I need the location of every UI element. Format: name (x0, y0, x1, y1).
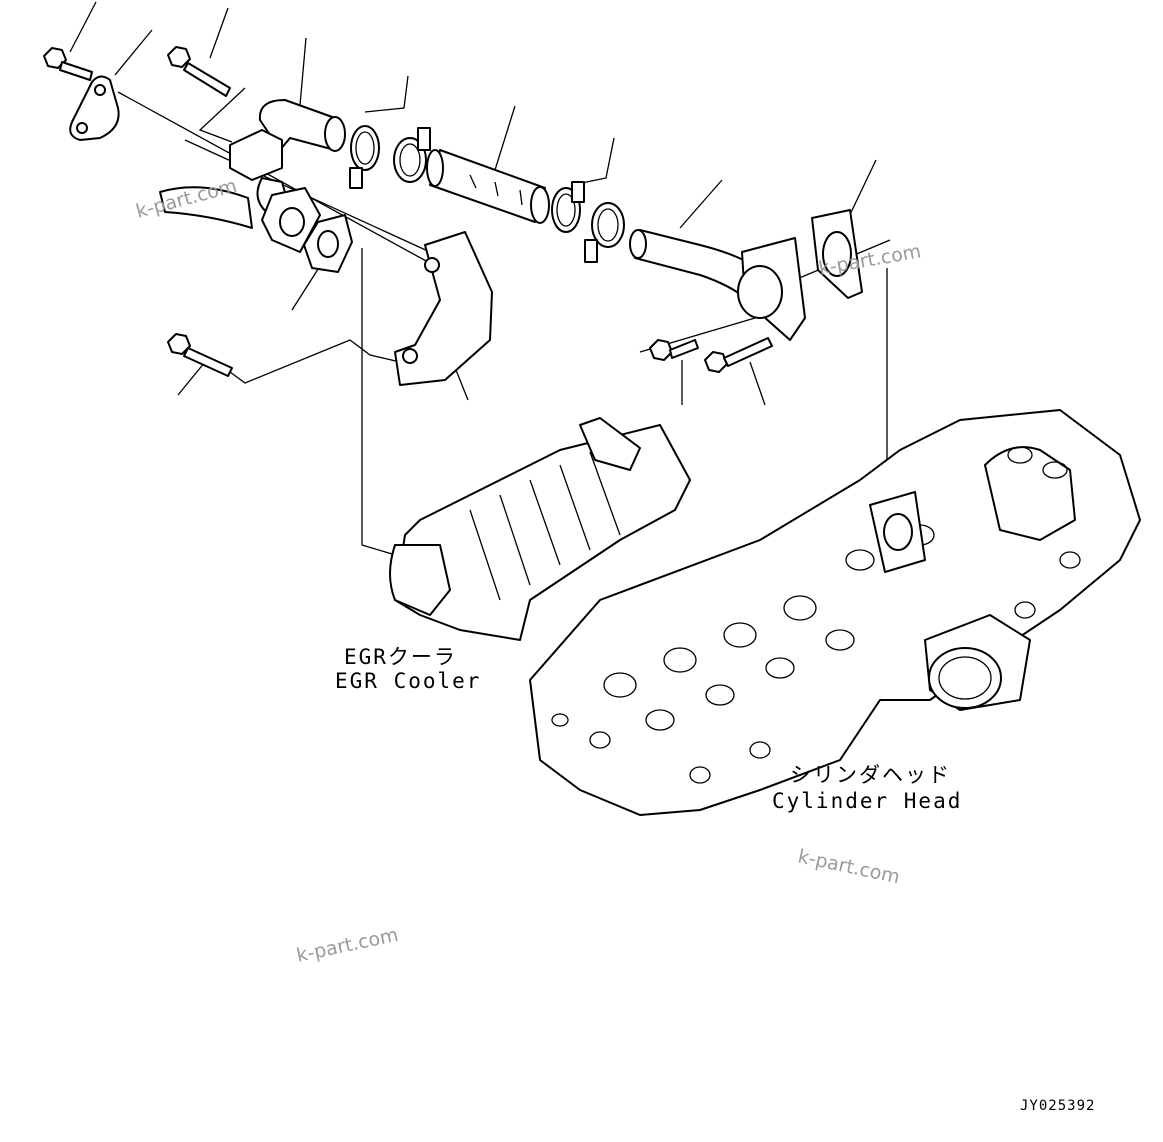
label-egr-cooler-jp: EGRクーラ (344, 645, 457, 669)
hose-clamp-right (551, 181, 625, 263)
drawing-code: JY025392 (1020, 1098, 1095, 1114)
watermark-4: k-part.com (294, 924, 400, 967)
bolt-middle-right-1 (649, 339, 699, 361)
watermark-3: k-part.com (796, 845, 902, 888)
head-flange (869, 491, 926, 573)
label-egr-cooler: EGRクーラ EGR Cooler (335, 645, 481, 693)
head-ports (551, 524, 935, 784)
label-cylinder-head: シリンダヘッド Cylinder Head (772, 763, 962, 813)
label-cylinder-head-jp: シリンダヘッド (790, 763, 951, 787)
bolt-middle-left (167, 333, 233, 377)
elbow-pipe (159, 99, 346, 253)
hose-clamp-left (349, 125, 431, 189)
label-egr-cooler-en: EGR Cooler (335, 669, 481, 693)
head-fittings (924, 446, 1081, 711)
bracket-plate (394, 231, 493, 386)
bolt-middle-right-2 (704, 337, 773, 373)
bracket-left (69, 75, 120, 141)
rubber-hose (426, 149, 550, 224)
gasket-left (303, 214, 353, 273)
egr-cooler (389, 417, 691, 641)
bolt-top-left (43, 47, 93, 81)
cylinder-head (529, 409, 1141, 816)
bolt-top (167, 46, 231, 97)
label-cylinder-head-en: Cylinder Head (772, 789, 962, 813)
gasket-right (811, 209, 863, 299)
metal-tube (629, 229, 806, 341)
